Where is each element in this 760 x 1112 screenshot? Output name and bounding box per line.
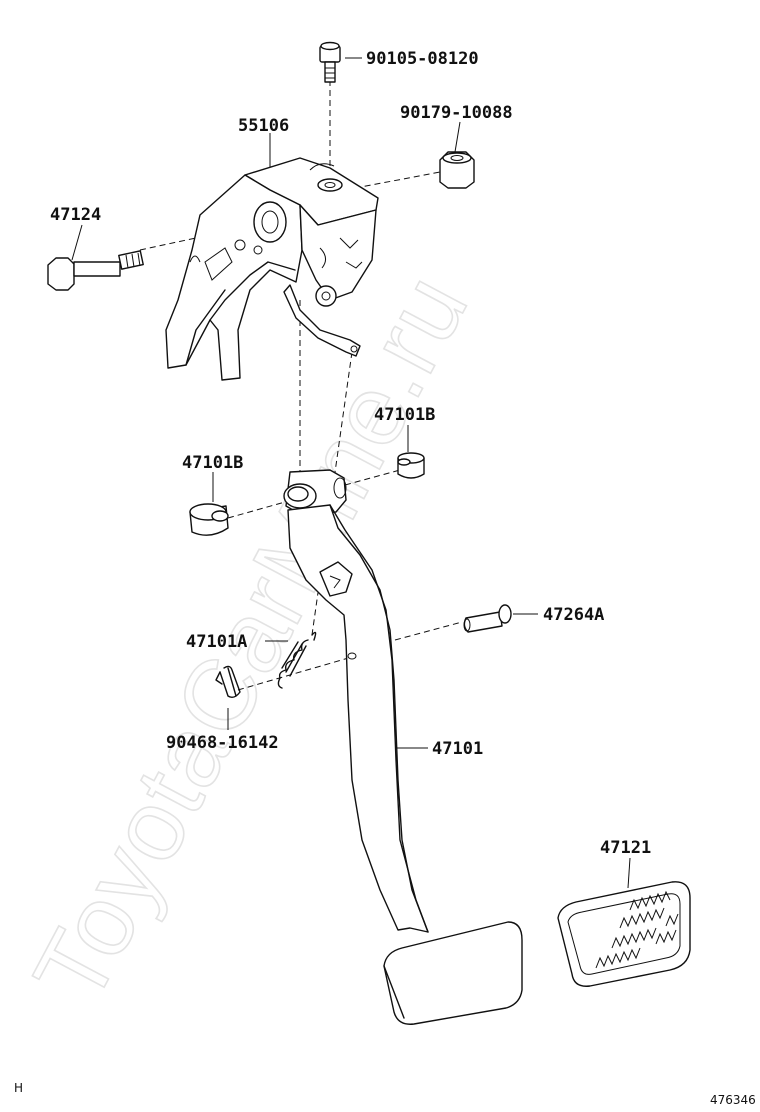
- bolt-47124-icon[interactable]: [47, 250, 144, 291]
- leader-lines: [71, 57, 631, 889]
- label-clip[interactable]: 90468-16142: [166, 733, 279, 753]
- label-bolt-top[interactable]: 90105-08120: [366, 49, 479, 69]
- corner-mark-left: H: [14, 1081, 23, 1095]
- label-pedal-arm[interactable]: 47101: [432, 739, 483, 759]
- label-nut-top[interactable]: 90179-10088: [400, 103, 513, 123]
- clip-90468-icon[interactable]: [215, 665, 241, 699]
- label-pin[interactable]: 47264A: [543, 605, 604, 625]
- label-bushing-right[interactable]: 47101B: [374, 405, 435, 425]
- spring-47101a-icon[interactable]: [277, 631, 317, 689]
- pedal-pad-47121-icon[interactable]: [557, 881, 691, 987]
- bolt-90105-icon[interactable]: [319, 41, 341, 83]
- pedal-arm-47101-icon[interactable]: [283, 469, 429, 933]
- pedal-foot-icon: [383, 921, 523, 1025]
- illustration-number: 476346: [710, 1093, 756, 1107]
- bushing-47101b-left-icon[interactable]: [189, 503, 229, 536]
- label-spring[interactable]: 47101A: [186, 632, 247, 652]
- label-bolt-left[interactable]: 47124: [50, 205, 101, 225]
- label-bushing-left[interactable]: 47101B: [182, 453, 243, 473]
- bracket-55106-icon[interactable]: [165, 157, 379, 381]
- part-labels: 90105-08120 90179-10088 55106 47124 4710…: [50, 49, 651, 858]
- pin-47264a-icon[interactable]: [463, 604, 512, 633]
- label-pedal-pad[interactable]: 47121: [600, 838, 651, 858]
- label-bracket[interactable]: 55106: [238, 116, 289, 136]
- bushing-47101b-right-icon[interactable]: [397, 452, 425, 479]
- nut-90179-icon[interactable]: [439, 151, 475, 189]
